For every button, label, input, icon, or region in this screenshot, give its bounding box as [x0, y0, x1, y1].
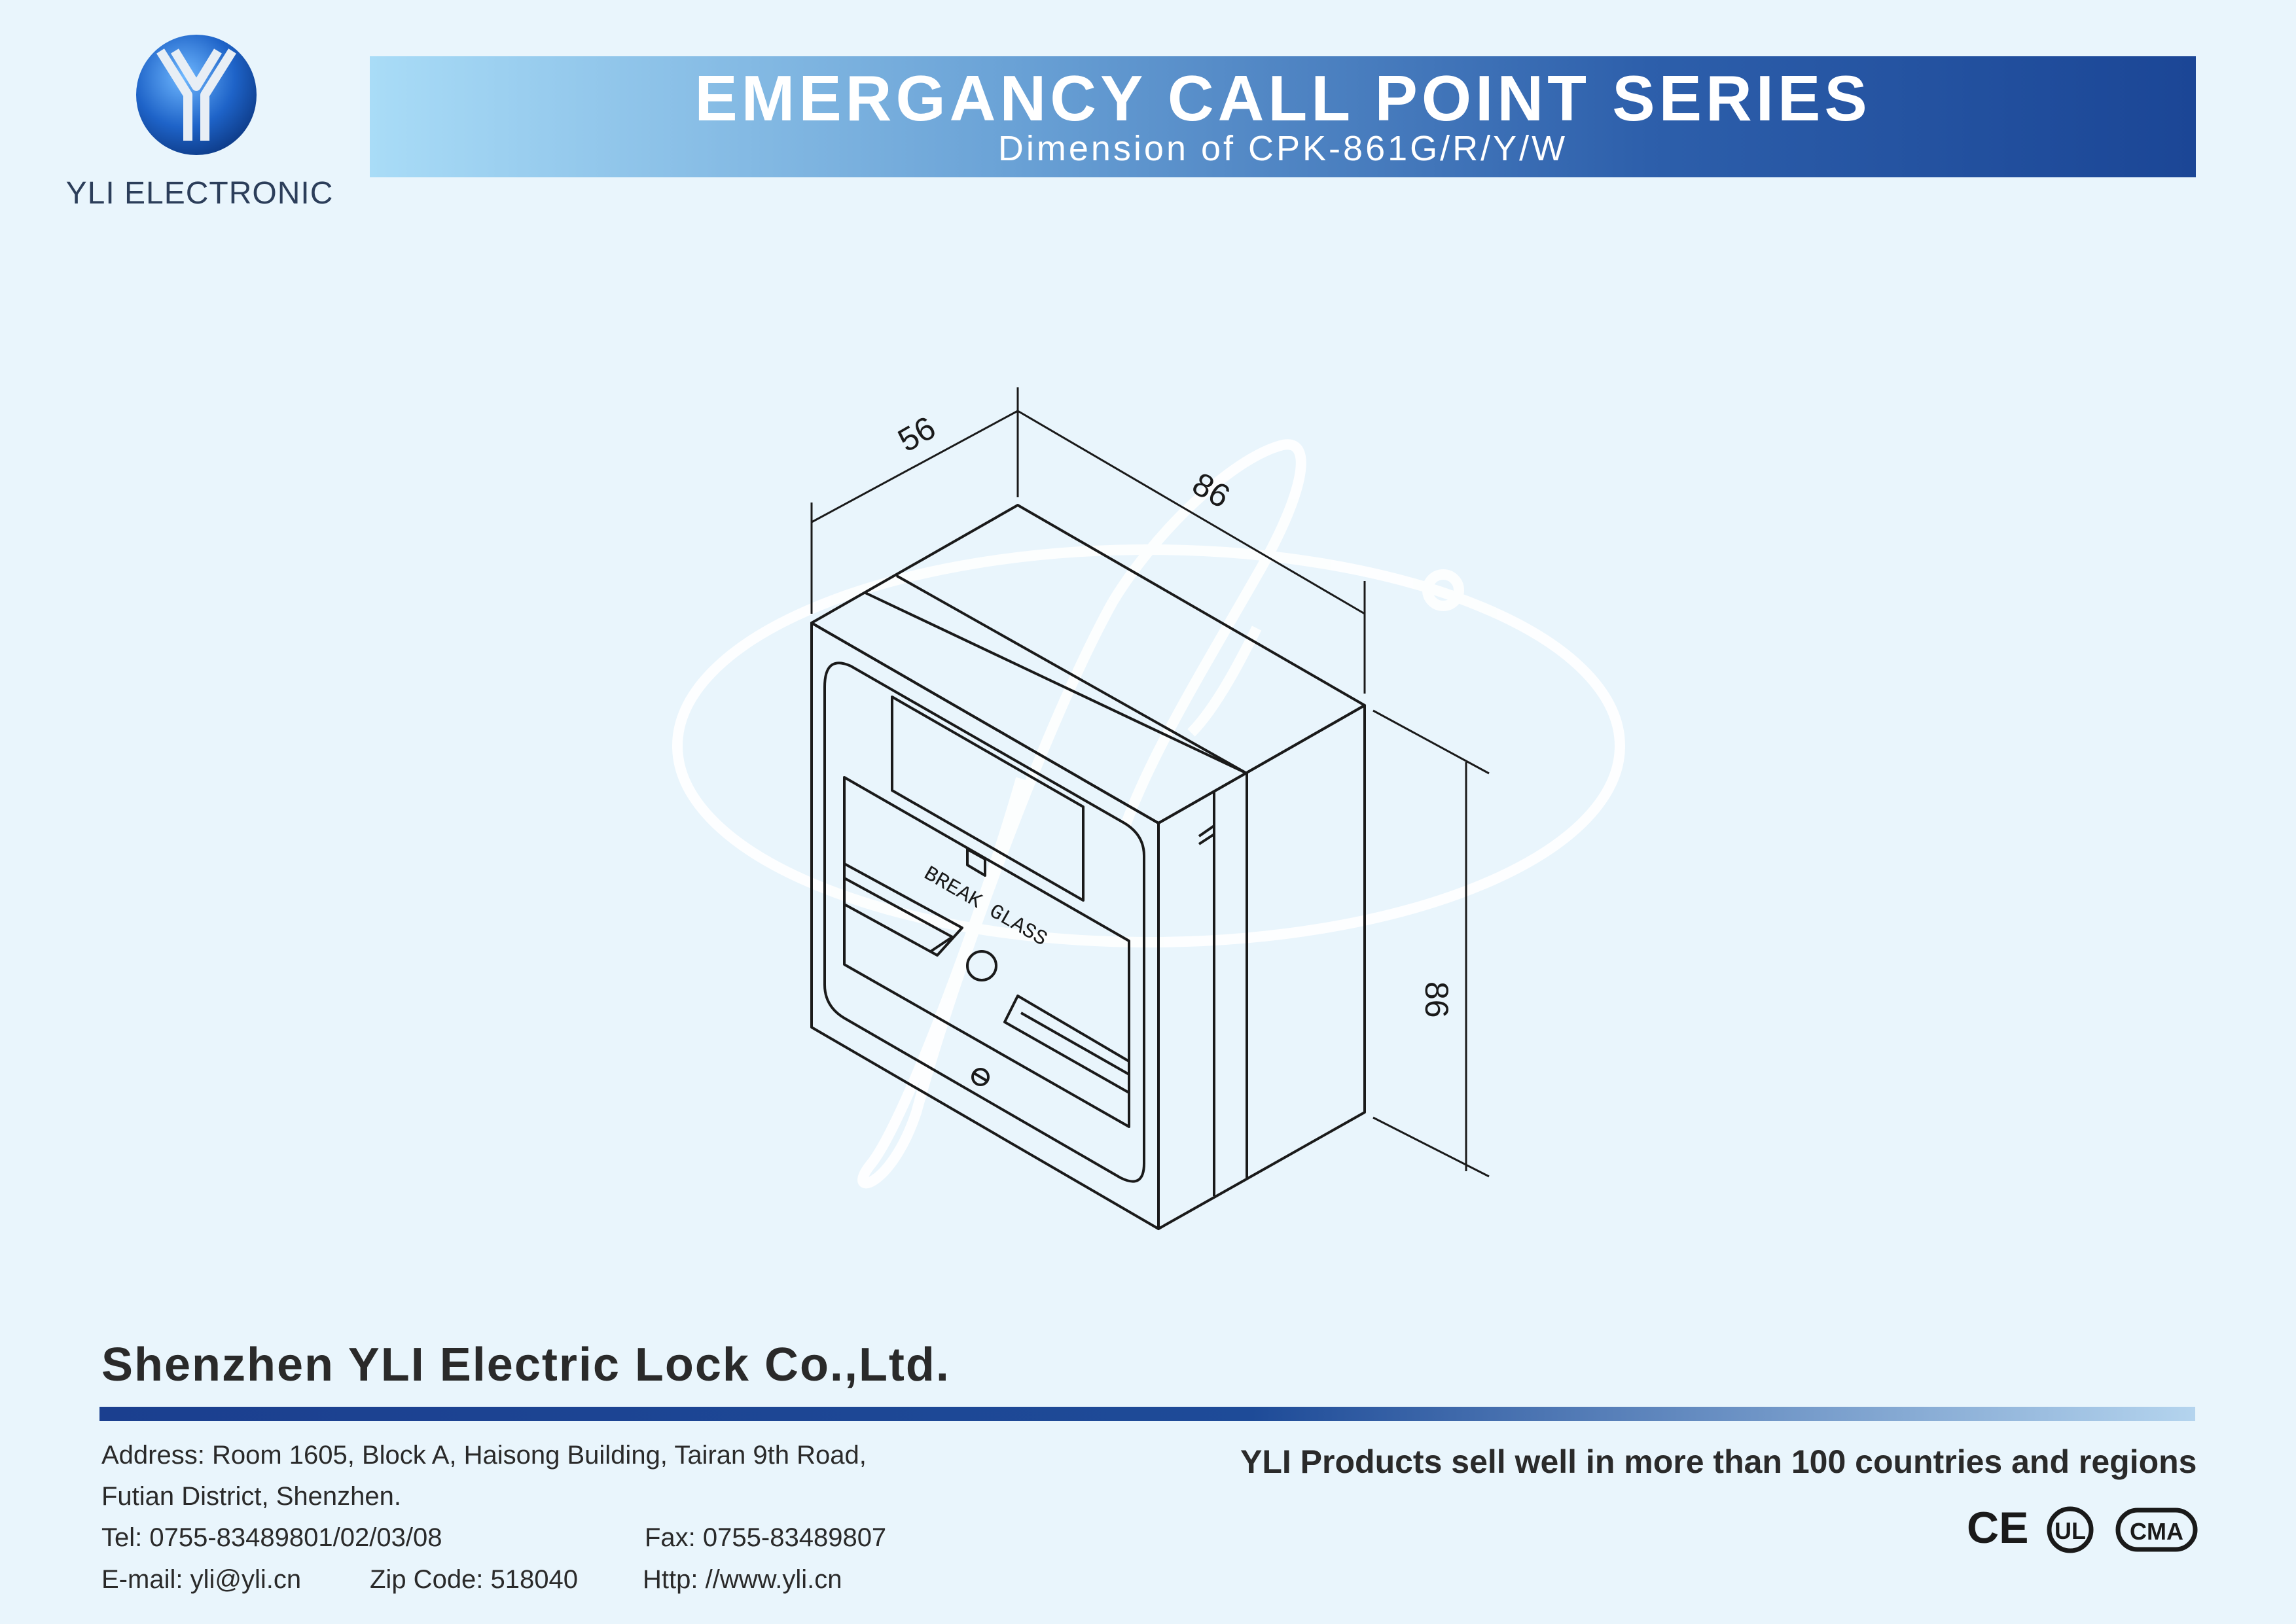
cma-mark-icon: CMA: [2115, 1508, 2198, 1552]
front-bezel: [823, 662, 1145, 1183]
email-link[interactable]: E-mail: yli@yli.cn: [101, 1565, 302, 1594]
left-arrow-graphic: [844, 862, 963, 957]
company-name: Shenzhen YLI Electric Lock Co.,Ltd.: [101, 1339, 950, 1391]
fax: Fax: 0755-83489807: [645, 1523, 887, 1552]
address-line-1: Address: Room 1605, Block A, Haisong Bui…: [101, 1441, 867, 1470]
footer-divider: [99, 1407, 2195, 1421]
window-tab: [966, 848, 986, 877]
extension-line: [1372, 709, 1490, 775]
screw-icon: [971, 1068, 990, 1086]
indicator-window: [891, 696, 1085, 902]
ul-mark-icon: UL: [2047, 1506, 2094, 1553]
enclosure-right-face: [1157, 704, 1366, 1230]
zip-code: Zip Code: 518040: [370, 1565, 579, 1594]
company-logo: YLI ELECTRONIC: [39, 26, 353, 211]
address-line-2: Futian District, Shenzhen.: [101, 1482, 401, 1511]
svg-text:UL: UL: [2054, 1517, 2086, 1544]
break-glass-panel: [843, 776, 1130, 1128]
enclosure-front-face: [810, 622, 1160, 1230]
certification-marks: CE UL CMA: [1967, 1503, 2198, 1553]
brand-name: YLI ELECTRONIC: [65, 176, 334, 211]
width-dimension-line: [1017, 410, 1365, 615]
yli-y-logo-icon: [136, 35, 257, 155]
yli-script-watermark-icon: [672, 439, 1625, 1189]
svg-text:CMA: CMA: [2130, 1518, 2183, 1545]
notch-mark: [1198, 824, 1215, 845]
website-link[interactable]: Http: //www.yli.cn: [643, 1565, 842, 1594]
lid-seam-line: [865, 591, 1247, 775]
telephone: Tel: 0755-83489801/02/03/08: [101, 1523, 442, 1552]
svg-text:CE: CE: [1967, 1503, 2028, 1553]
right-arrow-graphic: [1003, 995, 1130, 1094]
extension-line: [1372, 1116, 1490, 1178]
height-dimension-label: 86: [1418, 981, 1455, 1018]
ce-mark-icon: CE: [1967, 1503, 2028, 1553]
reset-button: [966, 950, 997, 981]
lid-seam-line: [896, 574, 1247, 775]
depth-dimension-line: [811, 410, 1018, 523]
page-title: EMERGANCY CALL POINT SERIES: [694, 62, 1871, 134]
slogan: YLI Products sell well in more than 100 …: [1240, 1443, 2197, 1480]
depth-dimension-label: 56: [892, 409, 942, 459]
page-subtitle: Dimension of CPK-861G/R/Y/W: [997, 129, 1568, 168]
title-banner: EMERGANCY CALL POINT SERIES Dimension of…: [370, 56, 2196, 177]
